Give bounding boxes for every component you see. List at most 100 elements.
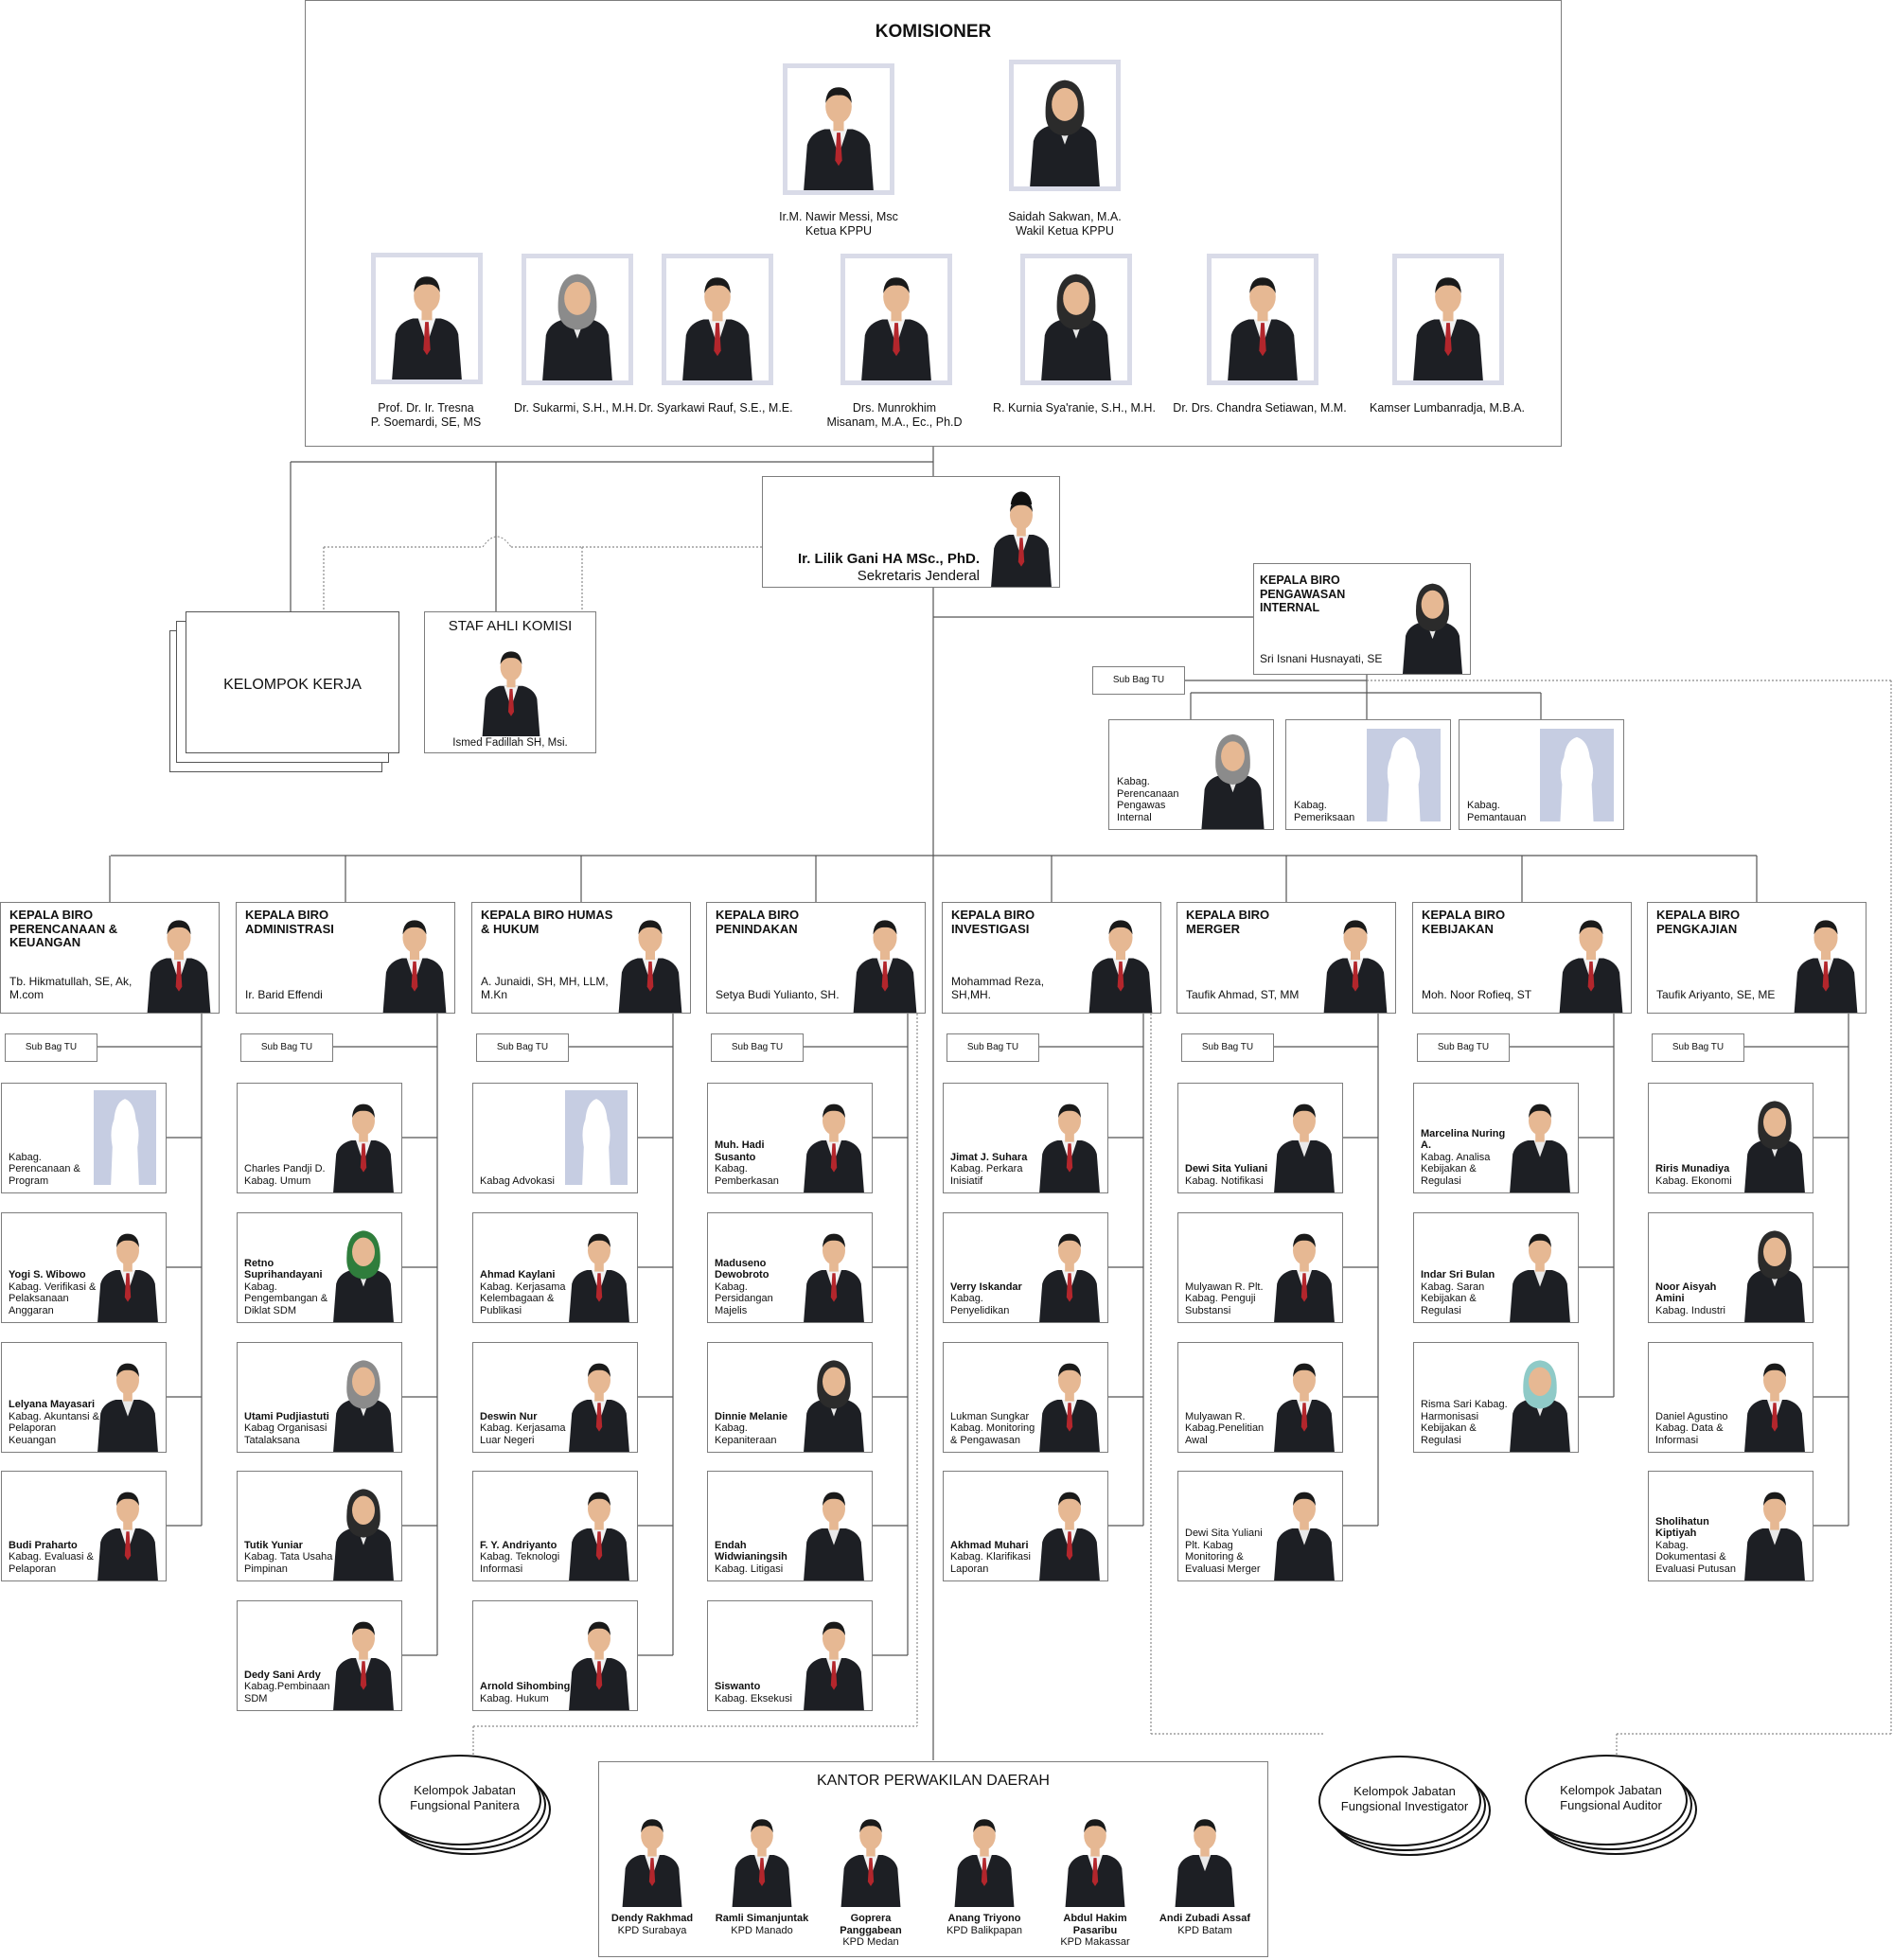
person-photo-icon — [1794, 920, 1858, 1013]
kpd-head-photo — [831, 1803, 911, 1907]
biro-head-photo — [139, 903, 219, 1013]
person-photo-icon — [1274, 1233, 1335, 1322]
person-photo-icon — [333, 1104, 394, 1192]
kabag-card: Kabag Advokasi — [472, 1083, 638, 1193]
kabag-name: Endah Widwianingsih — [715, 1539, 787, 1563]
kabag-photo — [1032, 1084, 1107, 1192]
person-photo-icon — [804, 1360, 864, 1452]
biro-pengawasan-internal-box: KEPALA BIRO PENGAWASAN INTERNAL Sri Isna… — [1253, 563, 1471, 675]
sub-bag-tu: Sub Bag TU — [711, 1033, 804, 1062]
kpd-panel: KANTOR PERWAKILAN DAERAH — [598, 1761, 1268, 1957]
person-photo-icon — [804, 1621, 864, 1710]
person-photo-icon — [1744, 1230, 1805, 1322]
biro-head-photo — [845, 903, 925, 1013]
kabag-role: Kabag. Pemberkasan — [715, 1163, 779, 1187]
komisioner-member-caption: R. Kurnia Sya'ranie, S.H., M.H. — [993, 401, 1156, 415]
kabag-name: Riris Munadiya — [1655, 1163, 1730, 1174]
kabag-role: Kabag. Verifikasi & Pelaksanaan Anggaran — [9, 1280, 97, 1316]
person-photo-icon — [1039, 1104, 1100, 1192]
komisioner-member-caption: Dr. Drs. Chandra Setiawan, M.M. — [1173, 401, 1347, 415]
kabag-photo — [90, 1213, 166, 1322]
person-photo-icon — [1402, 583, 1463, 674]
kabag-role: Kabag. Kerjasama Kelembagaan & Publikasi — [480, 1280, 566, 1316]
kabag-role: Kabag. Penyelidikan — [950, 1293, 1010, 1316]
kabag-photo — [326, 1213, 401, 1322]
kabag-role: Kabag. Evaluasi & Pelaporan — [9, 1551, 94, 1575]
komisioner-member-caption: Kamser Lumbanradja, M.B.A. — [1370, 401, 1525, 415]
kabag-card: Dewi Sita Yuliani Plt. Kabag Monitoring … — [1177, 1471, 1343, 1581]
kabag-card: Lukman Sungkar Kabag. Monitoring & Penga… — [943, 1342, 1108, 1453]
kabag-name: Dewi Sita Yuliani — [1185, 1163, 1268, 1174]
biro-title: KEPALA BIRO INVESTIGASI — [951, 908, 1035, 936]
person-photo-icon — [840, 1819, 901, 1907]
kabag-photo — [1502, 1343, 1578, 1452]
sub-bag-tu: Sub Bag TU — [240, 1033, 333, 1062]
kabag-photo — [1032, 1213, 1107, 1322]
kpd-head-photo — [1165, 1803, 1245, 1907]
sub-bag-tu: Sub Bag TU — [1652, 1033, 1744, 1062]
sekjen-role: Sekretaris Jenderal — [857, 568, 980, 584]
biro-pengawasan-title: KEPALA BIRO PENGAWASAN INTERNAL — [1260, 574, 1346, 614]
kabag-text: Mulyawan R. Kabag.Penelitian Awal — [1185, 1411, 1276, 1447]
person-photo-icon — [1039, 1492, 1100, 1580]
kabag-role: Kabag Advokasi — [480, 1174, 555, 1187]
kelompok-kerja-box: KELOMPOK KERJA — [186, 611, 399, 753]
kabag-role: Kabag. Klarifikasi Laporan — [950, 1551, 1031, 1575]
kabag-name: F. Y. Andriyanto — [480, 1539, 557, 1551]
kabag-name: Marcelina Nuring A. — [1421, 1127, 1506, 1152]
person-photo-icon — [991, 491, 1052, 587]
kpd-head-photo — [612, 1803, 692, 1907]
pengawasan-kabag-label: Kabag. Pemantauan — [1467, 800, 1527, 823]
kabag-role: Kabag. Analisa Kebijakan & Regulasi — [1421, 1151, 1491, 1187]
kabag-text: Dewi Sita Yuliani Plt. Kabag Monitoring … — [1185, 1527, 1276, 1575]
kabag-role: Kabag. Industri — [1655, 1304, 1725, 1316]
biro-head-name: Mohammad Reza, SH,MH. — [951, 975, 1045, 1001]
kabag-role: Kabag. Persidangan Majelis — [715, 1280, 773, 1316]
kabag-photo — [90, 1472, 166, 1580]
biro-head-photo — [375, 903, 454, 1013]
kabag-card: Kabag. Perencanaan & Program — [1, 1083, 167, 1193]
wakil-ketua-caption: Saidah Sakwan, M.A. Wakil Ketua KPPU — [1008, 210, 1122, 238]
komisioner-member-photo — [840, 254, 952, 385]
kabag-card: Risma Sari Kabag. Harmonisasi Kebijakan … — [1413, 1342, 1579, 1453]
person-photo-icon — [732, 1819, 792, 1907]
komisioner-member-photo — [662, 254, 773, 385]
kabag-role: Kabag. Kepaniteraan — [715, 1422, 777, 1446]
sekjen-name: Ir. Lilik Gani HA MSc., PhD. — [798, 551, 980, 567]
person-photo-icon — [1323, 920, 1388, 1013]
kabag-role: Kabag.Pembinaan SDM — [244, 1681, 330, 1704]
kabag-name: Ahmad Kaylani — [480, 1269, 556, 1280]
kabag-photo — [326, 1472, 401, 1580]
pengawasan-sub-bag-tu: Sub Bag TU — [1092, 666, 1185, 695]
biro-head-photo — [1316, 903, 1395, 1013]
pengawasan-kabag-card: Kabag. Pemeriksaan — [1285, 719, 1451, 830]
biro-title: KEPALA BIRO PERENCANAAN & KEUANGAN — [9, 908, 118, 949]
kabag-name: Lelyana Mayasari — [9, 1399, 96, 1410]
person-photo-icon — [1744, 1101, 1805, 1192]
kabag-role: Kabag. Teknologi Informasi — [480, 1551, 560, 1575]
kabag-role: Kabag. Kerjasama Luar Negeri — [480, 1422, 566, 1446]
staf-ahli-title: STAF AHLI KOMISI — [448, 618, 573, 634]
person-photo-icon — [622, 1819, 682, 1907]
kabag-card: Mulyawan R. Kabag.Penelitian Awal — [1177, 1342, 1343, 1453]
kabag-text: Mulyawan R. Plt. Kabag. Penguji Substans… — [1185, 1281, 1276, 1317]
